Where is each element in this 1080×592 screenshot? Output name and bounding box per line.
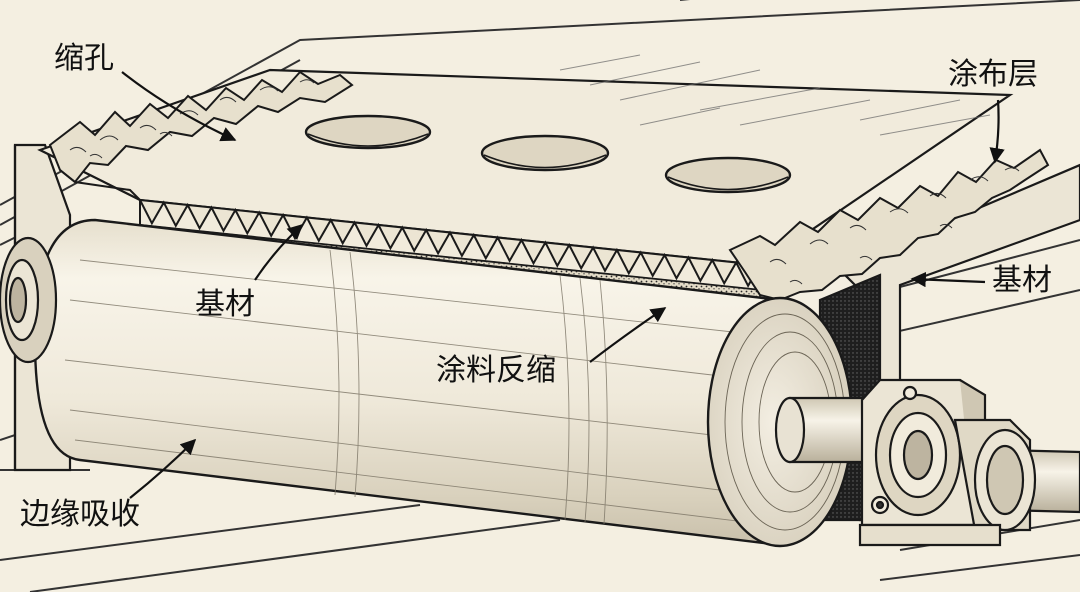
- arrow-coating-retraction: [589, 307, 667, 363]
- arrow-shrink-holes: [121, 71, 237, 142]
- coating-strip-right: [728, 148, 1050, 302]
- arrow-edge-absorption: [129, 438, 197, 499]
- label-substrate-right: 基材: [992, 263, 1052, 298]
- leader-arrows: [121, 71, 1005, 499]
- bearing-block: [858, 378, 1037, 547]
- left-bearing: [0, 236, 58, 364]
- arrow-substrate-left: [254, 223, 304, 281]
- label-substrate-left: 基材: [195, 287, 255, 322]
- shrink-hole: [664, 156, 792, 194]
- right-shaft: [774, 396, 1080, 514]
- shrink-hole: [480, 134, 610, 172]
- label-coating-layer: 涂布层: [948, 57, 1038, 92]
- shrink-hole: [304, 114, 432, 150]
- shrink-holes: [304, 114, 792, 194]
- coating-strip-left: [48, 70, 354, 201]
- label-coating-retraction: 涂料反缩: [436, 353, 556, 388]
- label-edge-absorption: 边缘吸收: [20, 497, 140, 532]
- arrow-coating-layer: [989, 99, 1005, 164]
- arrow-substrate-right: [910, 271, 986, 288]
- label-shrink-holes: 缩孔: [54, 41, 114, 76]
